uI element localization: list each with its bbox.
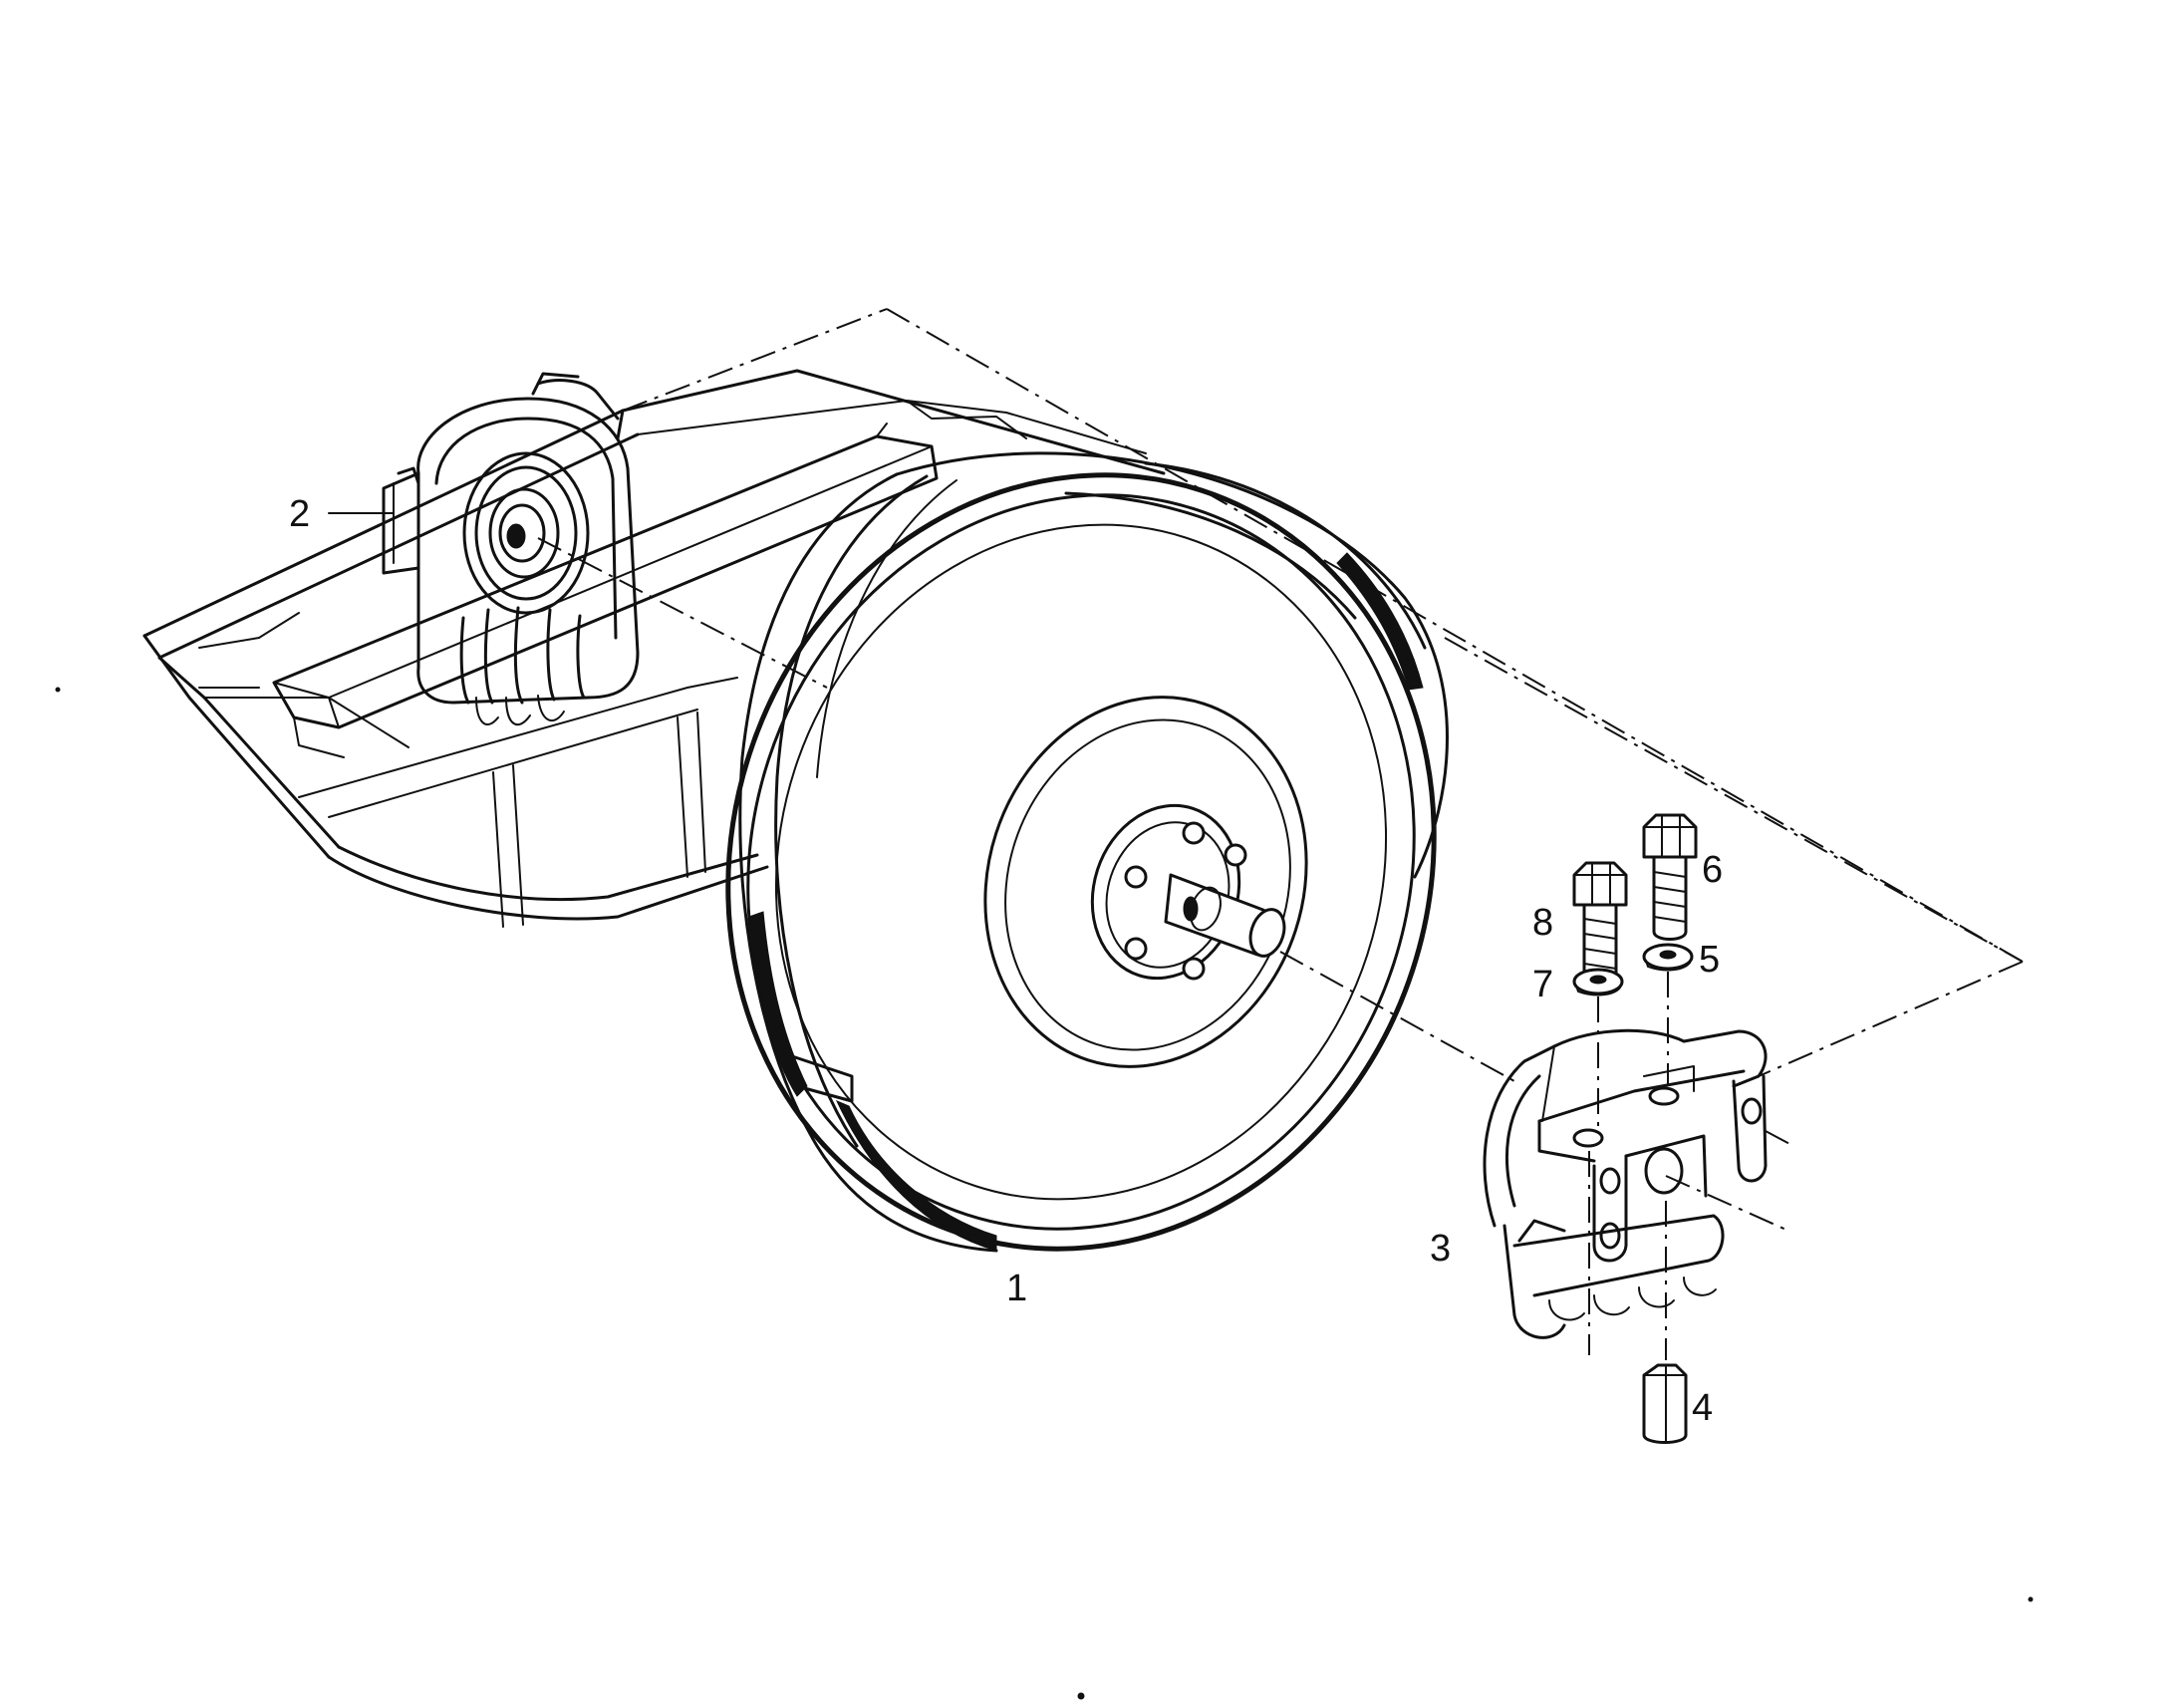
callout-1: 1	[1006, 1268, 1027, 1309]
callout-3: 3	[1430, 1228, 1451, 1270]
callout-2: 2	[289, 493, 310, 535]
callout-5: 5	[1699, 939, 1720, 981]
lock-washer-right	[1642, 943, 1694, 972]
guide-rail	[272, 423, 939, 758]
grease-fitting-cap	[1642, 1363, 1688, 1444]
hex-bolt-right	[1642, 813, 1698, 941]
callout-8: 8	[1532, 902, 1553, 944]
idler-yoke-bearing-left	[382, 372, 640, 726]
idler-yoke-bearing-right	[1483, 1028, 1768, 1339]
callout-labels: 1 2 3 4 5 6 7 8	[289, 493, 1723, 1429]
callout-4: 4	[1692, 1387, 1713, 1429]
idler-wheel	[725, 451, 1449, 1253]
phantom-lines	[537, 308, 2024, 1360]
callout-6: 6	[1702, 849, 1723, 891]
lock-washer-left	[1572, 968, 1624, 996]
track-frame	[142, 369, 1166, 928]
hex-bolt-left	[1572, 861, 1628, 988]
callout-7: 7	[1532, 964, 1553, 1005]
